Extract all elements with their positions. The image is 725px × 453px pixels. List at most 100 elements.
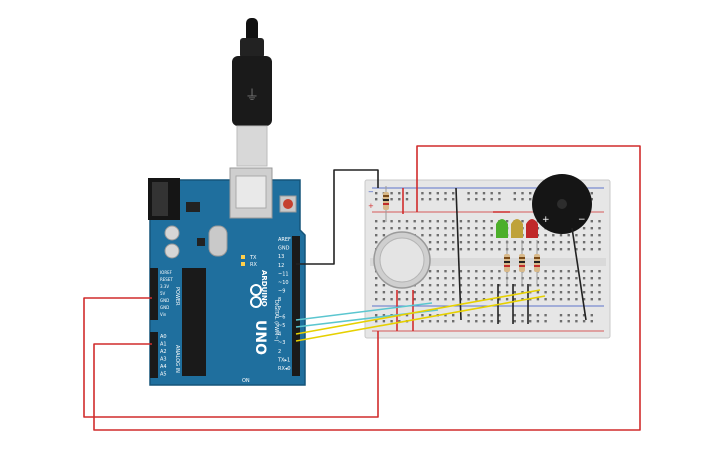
breadboard-hole[interactable] xyxy=(498,284,501,287)
breadboard-hole[interactable] xyxy=(482,270,486,273)
breadboard-hole[interactable] xyxy=(567,270,570,273)
led-green[interactable] xyxy=(496,219,508,238)
breadboard-hole[interactable] xyxy=(529,314,532,317)
breadboard-hole[interactable] xyxy=(436,192,439,195)
breadboard-hole[interactable] xyxy=(490,227,493,230)
breadboard-hole[interactable] xyxy=(544,291,547,294)
breadboard-hole[interactable] xyxy=(382,220,386,223)
breadboard-hole[interactable] xyxy=(459,220,463,223)
breadboard-hole[interactable] xyxy=(482,234,486,237)
breadboard-hole[interactable] xyxy=(375,220,378,223)
breadboard-hole[interactable] xyxy=(582,248,586,251)
breadboard-hole[interactable] xyxy=(428,241,432,244)
breadboard-hole[interactable] xyxy=(575,284,578,287)
breadboard-hole[interactable] xyxy=(475,314,478,317)
breadboard-hole[interactable] xyxy=(467,314,470,317)
breadboard-hole[interactable] xyxy=(398,198,401,201)
breadboard-hole[interactable] xyxy=(375,298,378,301)
breadboard-hole[interactable] xyxy=(521,284,524,287)
breadboard-hole[interactable] xyxy=(598,284,601,287)
breadboard-hole[interactable] xyxy=(467,277,470,280)
breadboard-hole[interactable] xyxy=(521,298,524,301)
breadboard-hole[interactable] xyxy=(413,298,416,301)
breadboard-hole[interactable] xyxy=(529,320,532,323)
breadboard-hole[interactable] xyxy=(413,220,416,223)
breadboard-hole[interactable] xyxy=(428,277,432,280)
breadboard-hole[interactable] xyxy=(482,227,486,230)
breadboard-hole[interactable] xyxy=(452,270,455,273)
breadboard-hole[interactable] xyxy=(475,220,478,223)
breadboard-hole[interactable] xyxy=(536,284,540,287)
breadboard-hole[interactable] xyxy=(552,284,555,287)
breadboard-hole[interactable] xyxy=(529,284,532,287)
breadboard-hole[interactable] xyxy=(598,277,601,280)
wire-black-buzzer[interactable] xyxy=(571,227,587,321)
breadboard-hole[interactable] xyxy=(544,270,547,273)
breadboard-hole[interactable] xyxy=(405,298,409,301)
breadboard-hole[interactable] xyxy=(513,320,516,323)
breadboard-hole[interactable] xyxy=(490,270,493,273)
breadboard-hole[interactable] xyxy=(567,277,570,280)
breadboard-hole[interactable] xyxy=(567,291,570,294)
wire-yellow-1[interactable] xyxy=(295,289,541,335)
breadboard-hole[interactable] xyxy=(390,220,393,223)
breadboard-hole[interactable] xyxy=(444,198,447,201)
breadboard-hole[interactable] xyxy=(575,320,578,323)
breadboard-hole[interactable] xyxy=(529,277,532,280)
wire-black-jumper-1[interactable] xyxy=(455,187,462,321)
breadboard-hole[interactable] xyxy=(405,198,409,201)
breadboard-hole[interactable] xyxy=(582,320,586,323)
breadboard-hole[interactable] xyxy=(490,284,493,287)
breadboard-hole[interactable] xyxy=(567,320,570,323)
breadboard-hole[interactable] xyxy=(575,241,578,244)
breadboard-hole[interactable] xyxy=(390,320,393,323)
breadboard-hole[interactable] xyxy=(590,220,593,223)
breadboard-hole[interactable] xyxy=(529,241,532,244)
breadboard-hole[interactable] xyxy=(498,277,501,280)
breadboard-hole[interactable] xyxy=(475,198,478,201)
breadboard-hole[interactable] xyxy=(482,291,486,294)
breadboard-hole[interactable] xyxy=(444,220,447,223)
breadboard-hole[interactable] xyxy=(582,227,586,230)
wire-red-buzzer-loop[interactable] xyxy=(93,145,641,431)
breadboard-hole[interactable] xyxy=(452,314,455,317)
breadboard-hole[interactable] xyxy=(436,248,439,251)
breadboard-hole[interactable] xyxy=(482,241,486,244)
breadboard-hole[interactable] xyxy=(405,192,409,195)
breadboard-hole[interactable] xyxy=(552,277,555,280)
breadboard-hole[interactable] xyxy=(428,291,432,294)
breadboard-hole[interactable] xyxy=(475,291,478,294)
breadboard-hole[interactable] xyxy=(421,198,424,201)
breadboard-hole[interactable] xyxy=(421,291,424,294)
resistor-3[interactable] xyxy=(534,240,540,284)
breadboard-hole[interactable] xyxy=(436,234,439,237)
arduino-uno-board[interactable]: TX RX ON ARDUINO UNO IOREFRESET3.3V5VGND… xyxy=(148,167,306,386)
breadboard-hole[interactable] xyxy=(552,298,555,301)
breadboard-hole[interactable] xyxy=(452,192,455,195)
breadboard-hole[interactable] xyxy=(552,270,555,273)
breadboard-hole[interactable] xyxy=(590,234,593,237)
breadboard-hole[interactable] xyxy=(513,291,516,294)
breadboard-hole[interactable] xyxy=(521,291,524,294)
breadboard-hole[interactable] xyxy=(428,270,432,273)
breadboard-hole[interactable] xyxy=(428,314,432,317)
breadboard-hole[interactable] xyxy=(398,320,401,323)
breadboard-hole[interactable] xyxy=(575,298,578,301)
breadboard-hole[interactable] xyxy=(513,198,516,201)
breadboard-hole[interactable] xyxy=(498,270,501,273)
breadboard-hole[interactable] xyxy=(559,248,563,251)
breadboard-hole[interactable] xyxy=(405,314,409,317)
breadboard-hole[interactable] xyxy=(475,248,478,251)
breadboard-hole[interactable] xyxy=(575,270,578,273)
sensor-resistor[interactable] xyxy=(383,186,389,222)
breadboard-hole[interactable] xyxy=(475,227,478,230)
breadboard-hole[interactable] xyxy=(444,227,447,230)
breadboard-hole[interactable] xyxy=(529,248,532,251)
breadboard-hole[interactable] xyxy=(459,277,463,280)
breadboard-hole[interactable] xyxy=(544,234,547,237)
breadboard-hole[interactable] xyxy=(582,270,586,273)
breadboard-hole[interactable] xyxy=(490,198,493,201)
breadboard-hole[interactable] xyxy=(475,298,478,301)
breadboard-hole[interactable] xyxy=(444,291,447,294)
breadboard-hole[interactable] xyxy=(459,291,463,294)
